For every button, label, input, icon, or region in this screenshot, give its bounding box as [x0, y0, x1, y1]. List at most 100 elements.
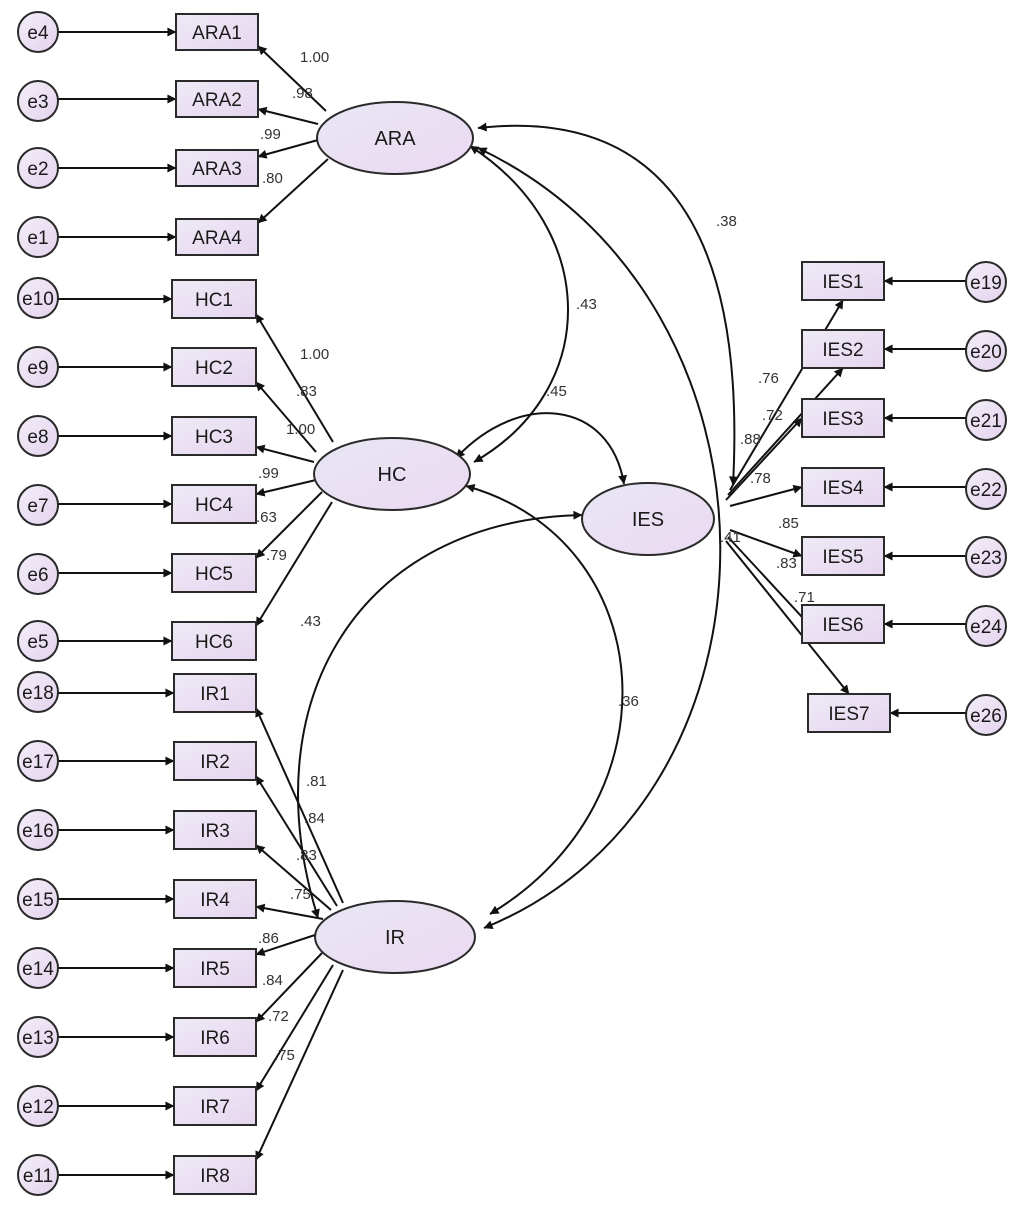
- observed-box-IES2: [801, 329, 885, 369]
- observed-label-IES6: IES6: [822, 615, 863, 636]
- loading-arrow-IES-IES6: [727, 536, 813, 629]
- error-circle-e18: [17, 671, 59, 713]
- observed-node-HC1: HC1: [171, 279, 257, 319]
- loading-arrow-ARA-ARA2: [257, 106, 319, 125]
- error-circle-e13: [17, 1016, 59, 1058]
- loading-label-IES3: .88: [740, 431, 761, 448]
- latent-node-HC: HC: [313, 437, 471, 511]
- error-label-e23: e23: [970, 548, 1002, 569]
- observed-node-IR6: IR6: [173, 1017, 257, 1057]
- error-circle-e12: [17, 1085, 59, 1127]
- observed-box-HC1: [171, 279, 257, 319]
- covariance-label-HC-IR: .36: [618, 693, 639, 710]
- loading-arrow-HC-HC3: [255, 444, 315, 463]
- error-label-e22: e22: [970, 480, 1002, 501]
- loading-label-HC4: .99: [258, 465, 279, 482]
- observed-node-ARA1: ARA1: [175, 13, 259, 51]
- loading-label-HC6: .79: [266, 547, 287, 564]
- error-node-e7: e7: [17, 484, 59, 526]
- error-circle-e14: [17, 947, 59, 989]
- error-node-e11: e11: [17, 1154, 59, 1196]
- observed-label-IES5: IES5: [822, 547, 863, 568]
- error-circle-e16: [17, 809, 59, 851]
- error-circle-e8: [17, 415, 59, 457]
- latent-label-ARA: ARA: [374, 128, 416, 150]
- loading-arrow-IR-IR8: [255, 969, 344, 1161]
- covariance-label-ARA-IES: .38: [716, 213, 737, 230]
- loading-label-IR4: .75: [290, 886, 311, 903]
- observed-node-IES5: IES5: [801, 536, 885, 576]
- error-label-e8: e8: [27, 427, 48, 448]
- observed-box-IES3: [801, 398, 885, 438]
- observed-box-IES4: [801, 467, 885, 507]
- observed-label-ARA3: ARA3: [192, 159, 242, 180]
- observed-box-IES5: [801, 536, 885, 576]
- observed-node-IR8: IR8: [173, 1155, 257, 1195]
- observed-box-ARA1: [175, 13, 259, 51]
- error-circle-e19: [965, 261, 1007, 303]
- observed-node-HC2: HC2: [171, 347, 257, 387]
- error-label-e5: e5: [27, 632, 48, 653]
- loading-arrow-ARA-ARA4: [257, 158, 329, 224]
- covariance-curve-ARA-HC: [469, 145, 569, 463]
- error-circle-e1: [17, 216, 59, 258]
- observed-label-IR3: IR3: [200, 821, 230, 842]
- observed-node-IR4: IR4: [173, 879, 257, 919]
- loading-label-ARA1: 1.00: [300, 49, 329, 66]
- error-node-e16: e16: [17, 809, 59, 851]
- error-node-e19: e19: [965, 261, 1007, 303]
- observed-label-ARA2: ARA2: [192, 90, 242, 111]
- observed-box-IES7: [807, 693, 891, 733]
- observed-box-IR1: [173, 673, 257, 713]
- error-circle-e2: [17, 147, 59, 189]
- observed-label-HC5: HC5: [195, 564, 233, 585]
- observed-label-HC2: HC2: [195, 358, 233, 379]
- observed-label-IES3: IES3: [822, 409, 863, 430]
- observed-label-IES2: IES2: [822, 340, 863, 361]
- loading-label-ARA4: .80: [262, 170, 283, 187]
- error-node-e1: e1: [17, 216, 59, 258]
- observed-label-HC1: HC1: [195, 290, 233, 311]
- latent-ellipse-IR: [314, 900, 476, 974]
- latent-label-IES: IES: [632, 509, 664, 531]
- covariance-curve-IES-IR: [297, 510, 583, 919]
- observed-box-HC4: [171, 484, 257, 524]
- error-node-e14: e14: [17, 947, 59, 989]
- error-node-e4: e4: [17, 11, 59, 53]
- observed-box-HC5: [171, 553, 257, 593]
- covariance-label-HC-IES: .45: [546, 383, 567, 400]
- error-circle-e23: [965, 536, 1007, 578]
- observed-label-HC3: HC3: [195, 427, 233, 448]
- error-label-e18: e18: [22, 683, 54, 704]
- latent-ellipse-HC: [313, 437, 471, 511]
- error-node-e26: e26: [965, 694, 1007, 736]
- covariance-label-ARA-HC: .43: [576, 296, 597, 313]
- error-circle-e11: [17, 1154, 59, 1196]
- loading-arrow-IR-IR1: [255, 707, 344, 904]
- error-label-e11: e11: [23, 1166, 53, 1187]
- error-label-e1: e1: [27, 228, 48, 249]
- error-circle-e3: [17, 80, 59, 122]
- error-circle-e17: [17, 740, 59, 782]
- error-label-e17: e17: [22, 752, 54, 773]
- observed-box-IR7: [173, 1086, 257, 1126]
- error-label-e16: e16: [22, 821, 54, 842]
- observed-box-IR6: [173, 1017, 257, 1057]
- observed-node-HC6: HC6: [171, 621, 257, 661]
- covariance-curve-HC-IR: [465, 483, 624, 915]
- loading-label-IR5: .86: [258, 930, 279, 947]
- loading-label-IR7: .72: [268, 1008, 289, 1025]
- loading-label-HC5: .63: [256, 509, 277, 526]
- error-node-e21: e21: [965, 399, 1007, 441]
- loading-label-IR2: .84: [304, 810, 325, 827]
- observed-node-ARA3: ARA3: [175, 149, 259, 187]
- error-label-e19: e19: [970, 273, 1002, 294]
- loading-label-ARA3: .99: [260, 126, 281, 143]
- observed-label-IR4: IR4: [200, 890, 230, 911]
- observed-node-IR1: IR1: [173, 673, 257, 713]
- observed-box-HC6: [171, 621, 257, 661]
- error-label-e9: e9: [27, 358, 48, 379]
- observed-node-IES1: IES1: [801, 261, 885, 301]
- error-label-e15: e15: [22, 890, 54, 911]
